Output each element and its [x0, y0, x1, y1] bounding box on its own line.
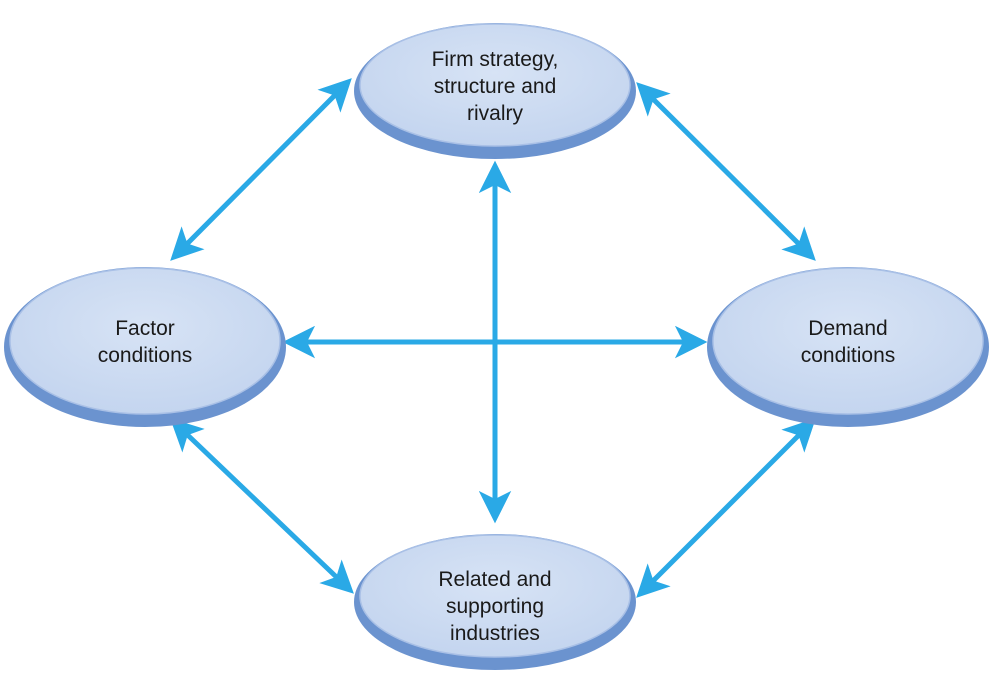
node-related [354, 534, 636, 670]
node-related-face [359, 534, 631, 658]
node-demand-face [712, 267, 984, 415]
arrow-firm-factor [170, 78, 352, 261]
node-factor [4, 267, 286, 427]
node-firm [354, 23, 636, 159]
node-factor-face [9, 267, 281, 415]
arrow-firm-demand [636, 82, 816, 261]
node-firm-face [359, 23, 631, 147]
node-demand [707, 267, 989, 427]
arrow-demand-related [636, 418, 816, 598]
arrow-factor-related [170, 418, 354, 594]
